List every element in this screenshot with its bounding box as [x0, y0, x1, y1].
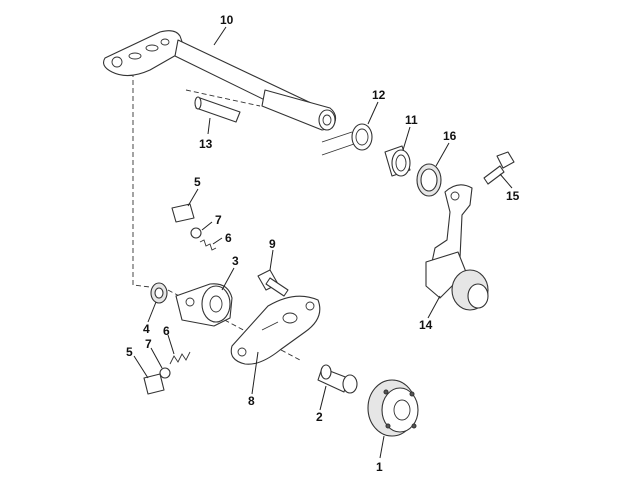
leader-11 [402, 126, 411, 151]
leader-8 [251, 351, 259, 395]
callout-7-upper: 7 [215, 213, 222, 227]
callout-5-upper: 5 [194, 175, 201, 189]
callout-15: 15 [506, 189, 520, 203]
part-15-bolt [483, 151, 515, 185]
leader-10 [213, 26, 227, 46]
callout-14: 14 [419, 318, 433, 332]
part-3-shift-cam [175, 283, 233, 327]
leader-1 [379, 435, 385, 459]
callout-11: 11 [405, 113, 418, 127]
leader-7-upper [201, 221, 213, 231]
callout-labels: 10 12 11 16 15 13 5 7 6 3 9 4 6 7 5 8 2 … [126, 13, 520, 474]
part-5-stopper-upper [171, 203, 195, 223]
part-6-spring-lower [169, 351, 191, 365]
part-10-shift-shaft [103, 30, 337, 131]
leader-4 [147, 301, 157, 323]
leader-6-upper [212, 237, 223, 245]
leader-16 [435, 142, 450, 167]
callout-10: 10 [220, 13, 234, 27]
part-14-gear-switch [425, 184, 489, 311]
part-6-spring-upper [199, 239, 217, 251]
callout-16: 16 [443, 129, 457, 143]
callout-1: 1 [376, 460, 383, 474]
leader-5-upper [187, 188, 199, 207]
alignment-line-shaft-to-washer [132, 72, 151, 288]
callout-6-lower: 6 [163, 324, 170, 338]
callout-9: 9 [269, 237, 276, 251]
leader-lines [133, 26, 513, 459]
leader-6-lower [167, 334, 175, 355]
callout-8: 8 [248, 394, 255, 408]
callout-3: 3 [232, 254, 239, 268]
part-7-ball-upper [190, 227, 202, 239]
part-1-drum-segment [367, 379, 419, 437]
leader-7-lower [150, 347, 163, 369]
alignment-line-pin [185, 89, 261, 107]
part-7-ball-lower [159, 367, 171, 379]
leader-9 [269, 249, 274, 271]
leader-14 [427, 295, 441, 319]
leader-2 [319, 385, 327, 411]
part-2-stud-bolt [317, 364, 358, 394]
callout-6-upper: 6 [225, 231, 232, 245]
leader-12 [367, 101, 379, 125]
part-4-washer [150, 282, 168, 304]
leader-5-lower [133, 355, 149, 379]
leader-13 [207, 117, 211, 135]
leader-3 [221, 267, 235, 291]
part-13-dowel-pin [194, 96, 241, 123]
callout-12: 12 [372, 88, 386, 102]
callout-2: 2 [316, 410, 323, 424]
part-12-return-spring [321, 123, 373, 156]
callout-5-lower: 5 [126, 345, 133, 359]
part-11-collar [384, 145, 411, 177]
callout-7-lower: 7 [145, 337, 152, 351]
part-16-oil-seal [416, 163, 442, 197]
part-9-bolt [257, 269, 289, 297]
callout-13: 13 [199, 137, 213, 151]
leader-15 [499, 173, 513, 189]
callout-4: 4 [143, 322, 150, 336]
part-8-stopper-plate [230, 295, 321, 365]
part-5-stopper-lower [143, 373, 165, 395]
